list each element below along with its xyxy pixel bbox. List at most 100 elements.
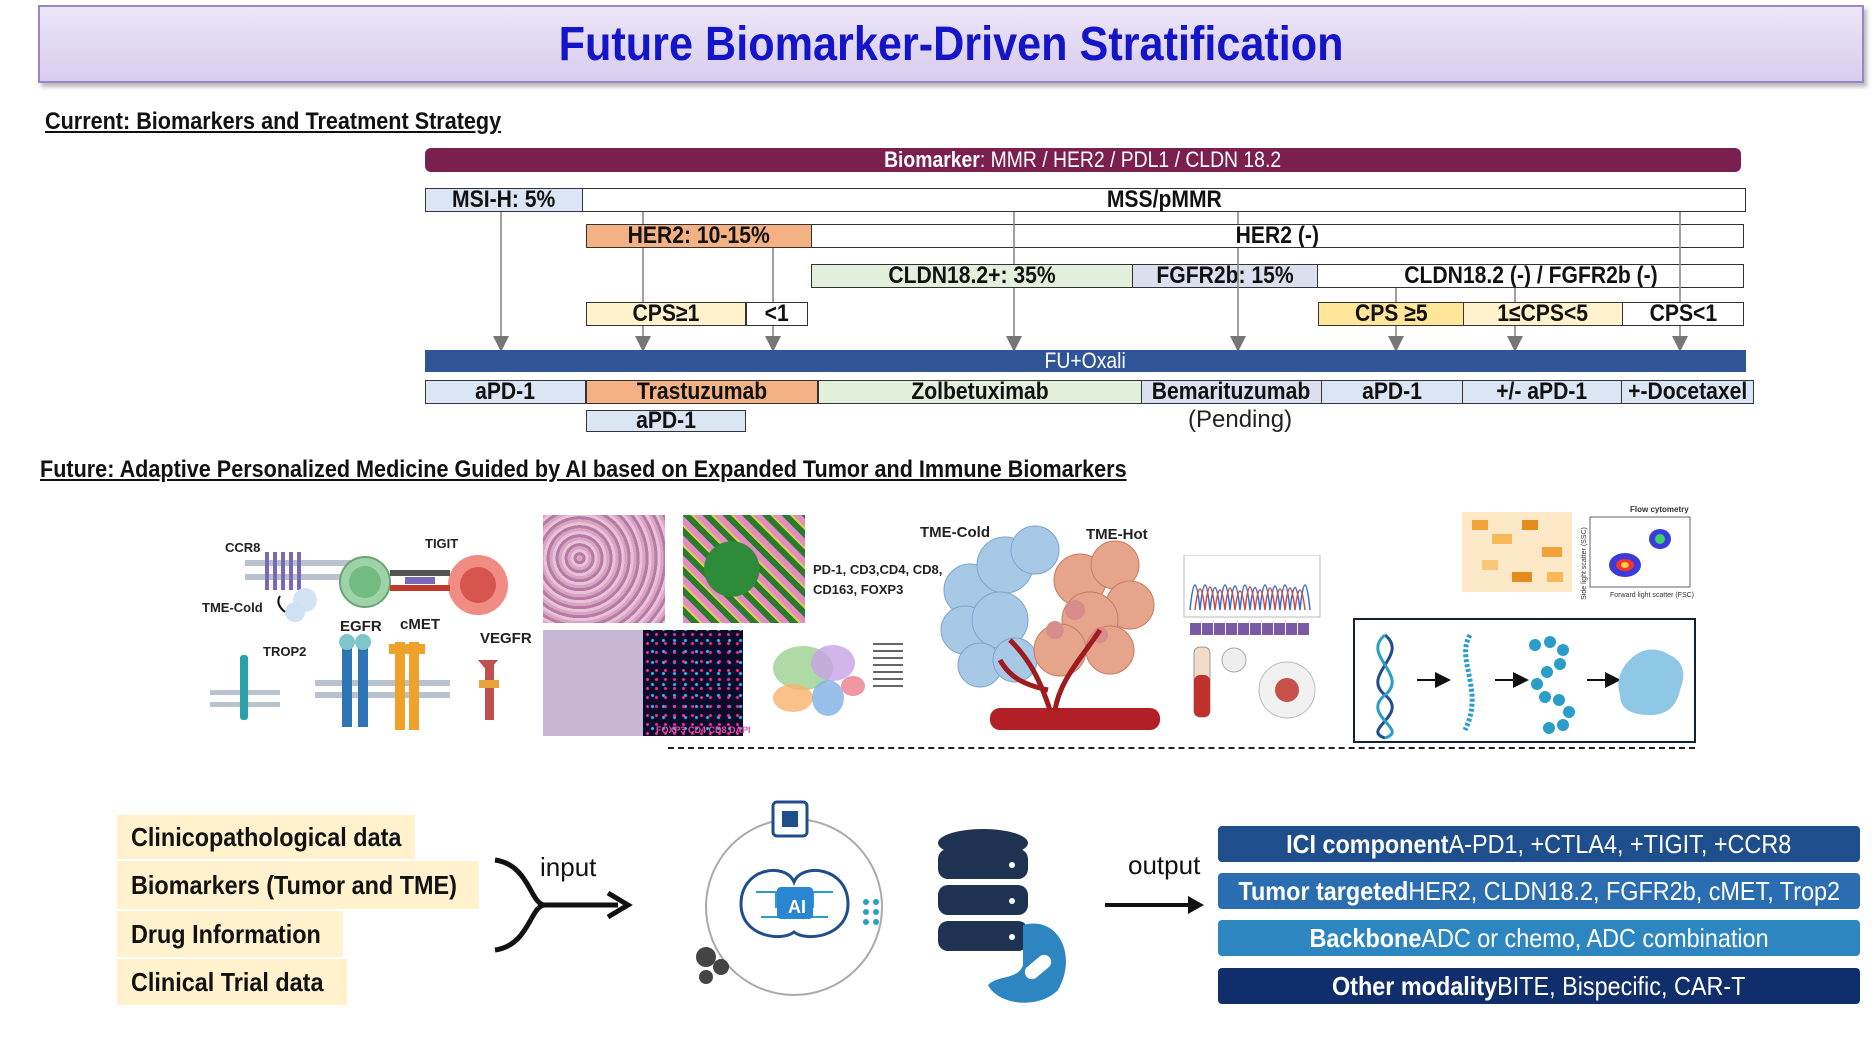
input-clinical-trial: Clinical Trial data bbox=[117, 959, 347, 1005]
mss-box: MSS/pMMR bbox=[582, 188, 1746, 212]
treatment-zolbetuximab: Zolbetuximab bbox=[818, 380, 1142, 404]
input-clinical-trial-label: Clinical Trial data bbox=[131, 966, 324, 997]
treatment-trastuzumab-label: Trastuzumab bbox=[636, 380, 768, 404]
treatment-apd1-cps5: aPD-1 bbox=[1321, 380, 1463, 404]
sequencing-illustration bbox=[1183, 555, 1321, 719]
cps-ge5-label: CPS ≥5 bbox=[1354, 302, 1428, 326]
label-cmet: cMET bbox=[400, 616, 441, 633]
msi-h-box: MSI-H: 5% bbox=[425, 188, 583, 212]
dna-protein-illustration bbox=[1376, 633, 1684, 740]
treatment-apd1-her2: aPD-1 bbox=[586, 410, 746, 432]
input-clinicopathological-label: Clinicopathological data bbox=[131, 821, 402, 852]
label-markers-2: CD163, FOXP3 bbox=[813, 582, 904, 597]
ai-brain-illustration bbox=[696, 800, 883, 996]
label-vegfr: VEGFR bbox=[480, 630, 532, 647]
fgfr-box: FGFR2b: 15% bbox=[1132, 264, 1318, 288]
output-tumor-text: HER2, CLDN18.2, FGFR2b, cMET, Trop2 bbox=[1408, 875, 1840, 906]
cldn-pos-label: CLDN18.2+: 35% bbox=[888, 264, 1056, 288]
label-tme-hot: TME-Hot bbox=[1086, 526, 1148, 543]
dna-protein-box bbox=[1353, 618, 1696, 743]
output-label: output bbox=[1128, 850, 1201, 880]
receptor-illustrations bbox=[210, 552, 508, 730]
histology-if-image bbox=[643, 630, 743, 736]
biomarker-bar-bold: Biomarker bbox=[884, 148, 981, 172]
output-backbone-text: ADC or chemo, ADC combination bbox=[1421, 922, 1769, 953]
output-tumor-targeted: Tumor targeted HER2, CLDN18.2, FGFR2b, c… bbox=[1218, 873, 1860, 909]
cps-lt1b-label: CPS<1 bbox=[1649, 302, 1717, 326]
treatment-opt-apd1: +/- aPD-1 bbox=[1462, 380, 1622, 404]
page-title: Future Biomarker-Driven Stratification bbox=[558, 17, 1344, 71]
database-stomach-icon bbox=[938, 829, 1066, 1003]
label-tigit: TIGIT bbox=[425, 536, 459, 551]
tme-illustration bbox=[940, 525, 1160, 730]
treatment-apd1-her2-label: aPD-1 bbox=[636, 410, 696, 432]
input-biomarkers-label: Biomarkers (Tumor and TME) bbox=[131, 869, 457, 900]
histology-he-image bbox=[543, 515, 665, 623]
treatment-zolbetuximab-label: Zolbetuximab bbox=[911, 380, 1049, 404]
her2-neg-box: HER2 (-) bbox=[811, 224, 1744, 248]
ai-label: AI bbox=[788, 897, 806, 917]
output-ici-bold: ICI component bbox=[1286, 828, 1449, 859]
backbone-label: FU+Oxali bbox=[1044, 350, 1127, 372]
cps-ge5-box: CPS ≥5 bbox=[1318, 302, 1464, 326]
cps-ge1-label: CPS≥1 bbox=[632, 302, 700, 326]
future-heading: Future: Adaptive Personalized Medicine G… bbox=[40, 456, 1127, 483]
output-other-text: BITE, Bispecific, CAR-T bbox=[1497, 970, 1746, 1001]
input-label: input bbox=[540, 852, 597, 882]
output-backbone: Backbone ADC or chemo, ADC combination bbox=[1218, 920, 1860, 956]
pending-note: (Pending) bbox=[1188, 406, 1293, 433]
backbone-bar: FU+Oxali bbox=[425, 350, 1746, 372]
merge-arrow bbox=[494, 857, 633, 953]
treatment-bemarituzumab-label: Bemarituzumab bbox=[1152, 380, 1311, 404]
flow-title: Flow cytometry bbox=[1630, 505, 1689, 514]
label-egfr: EGFR bbox=[340, 618, 382, 635]
treatment-apd1-msi: aPD-1 bbox=[425, 380, 586, 404]
flow-cytometry-plot bbox=[1589, 516, 1691, 588]
cps-lt1-box: <1 bbox=[746, 302, 808, 326]
heatmap-image bbox=[1462, 512, 1572, 592]
treatment-apd1-cps5-label: aPD-1 bbox=[1362, 380, 1422, 404]
label-trop2: TROP2 bbox=[263, 644, 307, 659]
biomarker-bar-text: : MMR / HER2 / PDL1 / CLDN 18.2 bbox=[980, 148, 1282, 172]
output-other-bold: Other modality bbox=[1332, 970, 1498, 1001]
output-backbone-bold: Backbone bbox=[1309, 922, 1422, 953]
histology-segmentation-image bbox=[683, 515, 805, 623]
fgfr-label: FGFR2b: 15% bbox=[1156, 264, 1294, 288]
cps-lt1-label: <1 bbox=[764, 302, 790, 326]
her2-neg-label: HER2 (-) bbox=[1235, 224, 1320, 248]
cps-ge1-box: CPS≥1 bbox=[586, 302, 746, 326]
output-ici: ICI component A-PD1, +CTLA4, +TIGIT, +CC… bbox=[1218, 826, 1860, 862]
treatment-docetaxel-label: +-Docetaxel bbox=[1627, 380, 1748, 404]
umap-plot bbox=[773, 643, 903, 716]
treatment-bemarituzumab: Bemarituzumab bbox=[1141, 380, 1322, 404]
treatment-apd1-msi-label: aPD-1 bbox=[475, 380, 536, 404]
label-tme-cold: TME-Cold bbox=[920, 524, 990, 541]
output-ici-text: A-PD1, +CTLA4, +TIGIT, +CCR8 bbox=[1448, 828, 1792, 859]
treatment-opt-apd1-label: +/- aPD-1 bbox=[1496, 380, 1588, 404]
output-other-modality: Other modality BITE, Bispecific, CAR-T bbox=[1218, 968, 1860, 1004]
cps-lt1b-box: CPS<1 bbox=[1622, 302, 1744, 326]
label-stain: FOXP3 CD4 CD8 DAPI bbox=[656, 725, 751, 735]
mss-label: MSS/pMMR bbox=[1106, 188, 1222, 212]
her2-pos-box: HER2: 10-15% bbox=[586, 224, 812, 248]
label-tme-cold-small: TME-Cold bbox=[202, 600, 263, 615]
cldn-neg-label: CLDN18.2 (-) / FGFR2b (-) bbox=[1403, 264, 1658, 288]
output-tumor-bold: Tumor targeted bbox=[1238, 875, 1409, 906]
treatment-trastuzumab: Trastuzumab bbox=[586, 380, 818, 404]
histology-wholeslide-image bbox=[543, 630, 643, 736]
cldn-pos-box: CLDN18.2+: 35% bbox=[811, 264, 1133, 288]
section-divider bbox=[668, 747, 1695, 749]
input-biomarkers: Biomarkers (Tumor and TME) bbox=[117, 861, 479, 909]
biomarker-bar: Biomarker : MMR / HER2 / PDL1 / CLDN 18.… bbox=[425, 148, 1741, 172]
her2-pos-label: HER2: 10-15% bbox=[627, 224, 771, 248]
input-drug-information-label: Drug Information bbox=[131, 918, 321, 949]
label-ccr8: CCR8 bbox=[225, 540, 261, 555]
cps-mid-box: 1≤CPS<5 bbox=[1463, 302, 1623, 326]
cps-mid-label: 1≤CPS<5 bbox=[1497, 302, 1589, 326]
treatment-docetaxel: +-Docetaxel bbox=[1621, 380, 1754, 404]
output-arrow bbox=[1105, 896, 1204, 914]
label-markers: PD-1, CD3,CD4, CD8, bbox=[813, 562, 943, 577]
input-clinicopathological: Clinicopathological data bbox=[117, 815, 415, 859]
cldn-neg-box: CLDN18.2 (-) / FGFR2b (-) bbox=[1317, 264, 1744, 288]
current-heading: Current: Biomarkers and Treatment Strate… bbox=[45, 108, 502, 135]
